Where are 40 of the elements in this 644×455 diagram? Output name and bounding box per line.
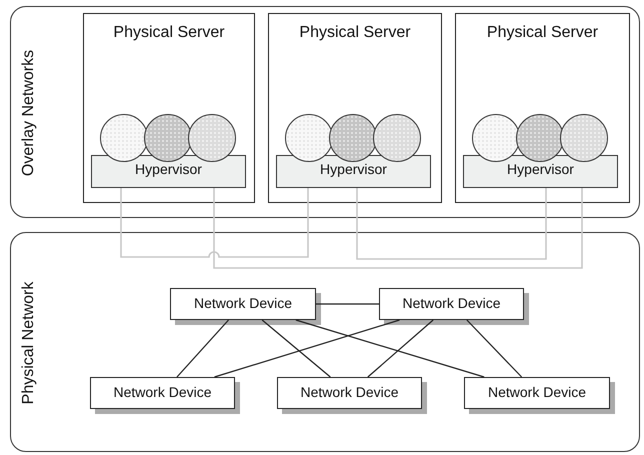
overlay-link bbox=[356, 188, 547, 260]
vm-circle bbox=[373, 114, 421, 162]
device-label: Network Device bbox=[113, 384, 212, 400]
overlay-link bbox=[120, 188, 309, 258]
network-link bbox=[176, 320, 229, 378]
vm-circle bbox=[472, 114, 520, 162]
network-link bbox=[214, 319, 400, 378]
device-label: Network Device bbox=[402, 295, 501, 311]
vm-circle bbox=[100, 114, 148, 162]
vm-circle bbox=[516, 114, 564, 162]
network-panel bbox=[10, 232, 640, 452]
hypervisor-label: Hypervisor bbox=[507, 161, 574, 177]
hypervisor-box bbox=[463, 155, 618, 188]
device-label: Network Device bbox=[300, 384, 399, 400]
server-box bbox=[83, 13, 255, 203]
vm-circle bbox=[144, 114, 192, 162]
server-title: Physical Server bbox=[299, 24, 411, 42]
server-box bbox=[455, 13, 630, 203]
hypervisor-label: Hypervisor bbox=[320, 161, 387, 177]
vm-circle bbox=[329, 114, 377, 162]
network-link bbox=[367, 320, 434, 378]
vm-circle bbox=[285, 114, 333, 162]
overlay-link bbox=[213, 188, 583, 269]
device-label: Network Device bbox=[194, 295, 292, 311]
panel-label: Overlay Networks bbox=[20, 50, 38, 176]
server-box bbox=[268, 13, 442, 203]
network-panel bbox=[10, 6, 640, 218]
hypervisor-box bbox=[91, 155, 246, 188]
hypervisor-label: Hypervisor bbox=[135, 161, 202, 177]
vm-circle bbox=[560, 114, 608, 162]
network-link bbox=[262, 320, 331, 378]
network-link bbox=[296, 319, 484, 378]
hypervisor-box bbox=[276, 155, 431, 188]
panel-label: Physical Network bbox=[20, 282, 38, 404]
server-title: Physical Server bbox=[486, 24, 598, 42]
vm-circle bbox=[188, 114, 236, 162]
device-label: Network Device bbox=[488, 384, 586, 400]
network-link bbox=[466, 320, 522, 378]
server-title: Physical Server bbox=[113, 24, 225, 42]
network-link bbox=[316, 303, 379, 305]
